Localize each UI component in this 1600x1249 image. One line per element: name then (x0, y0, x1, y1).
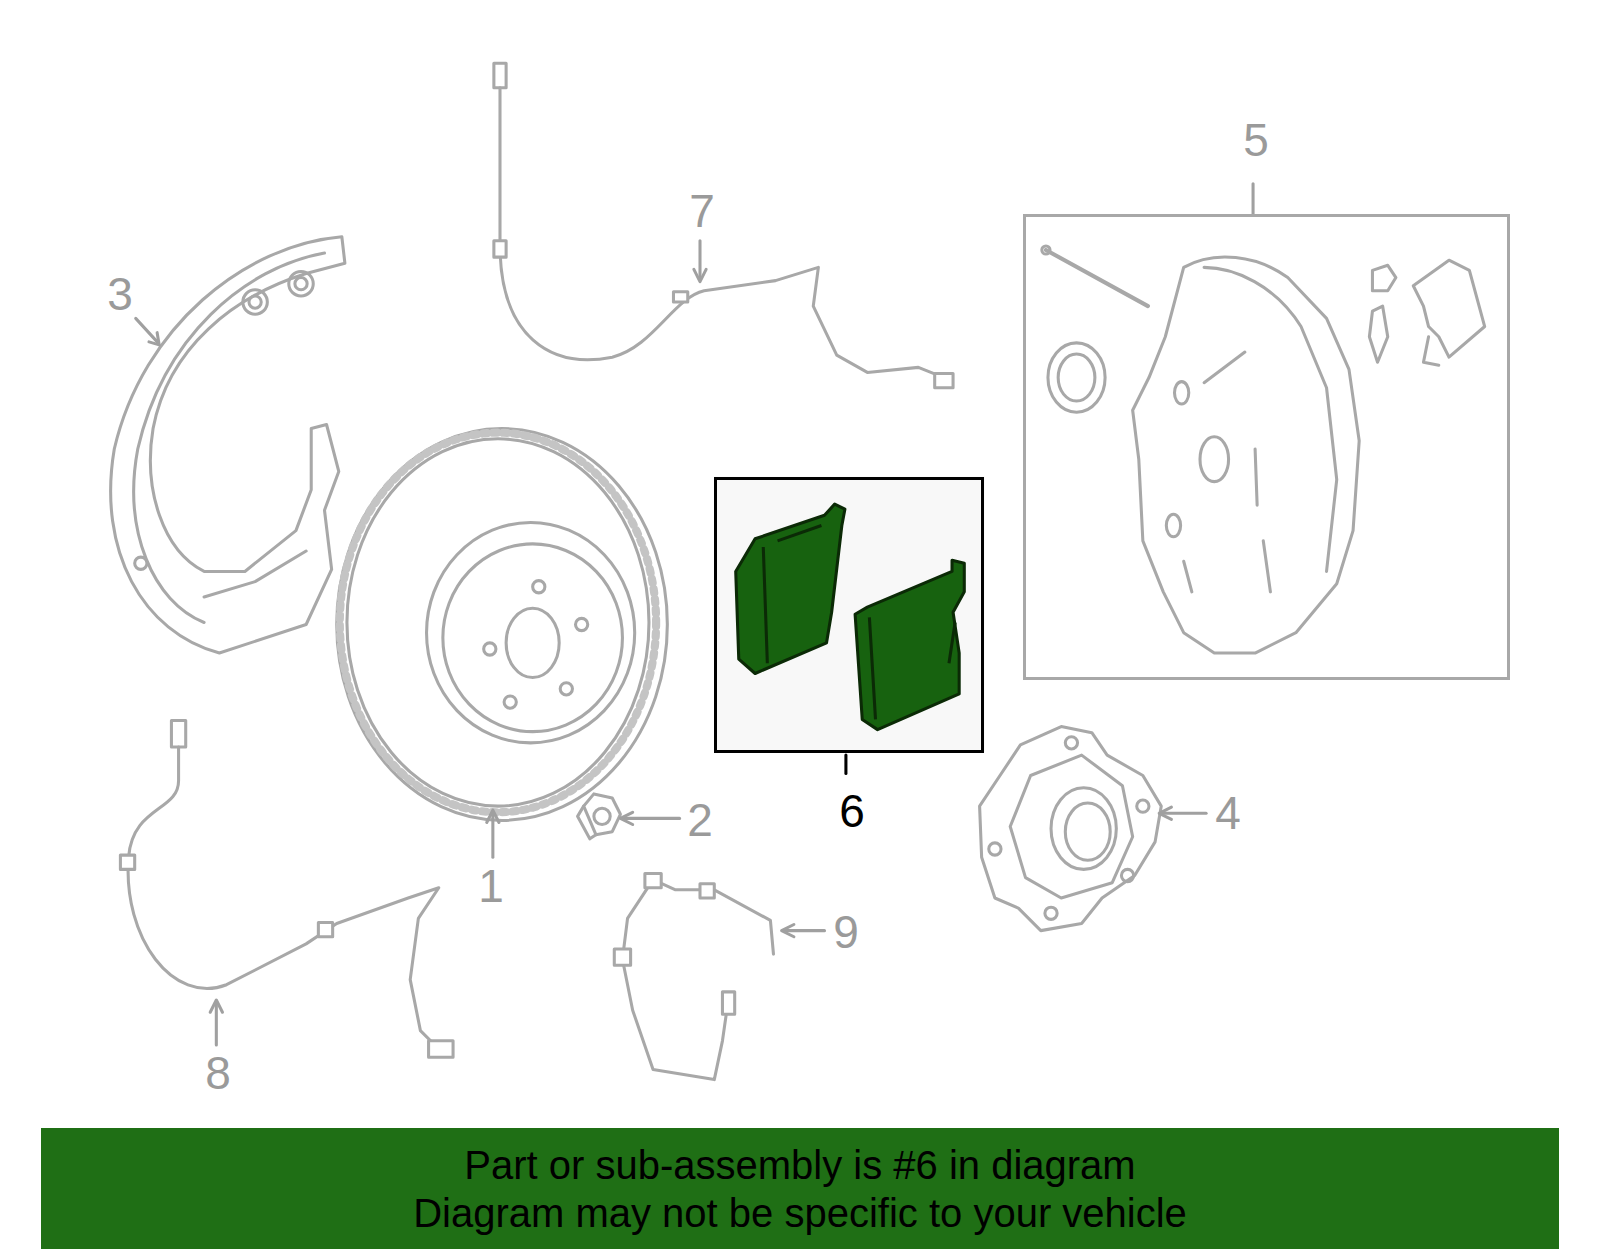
banner-text: Part or sub-assembly is #6 in diagram (464, 1141, 1135, 1189)
leader-lines (136, 184, 1253, 1045)
wear-sensor-wire (494, 63, 953, 387)
callout-number: 9 (833, 909, 859, 955)
wear-sensor-wire (614, 873, 773, 1079)
callout-number: 8 (205, 1050, 231, 1096)
callout-number: 2 (687, 797, 713, 843)
wear-sensor-wire (120, 720, 453, 1057)
callout-number: 4 (1215, 790, 1241, 836)
parts-group-box: 5 (1023, 214, 1510, 680)
brake-pads (736, 504, 965, 730)
brake-shield (111, 237, 345, 653)
callout-number: 7 (689, 188, 715, 234)
callout-number: 3 (107, 271, 133, 317)
callout-number: 1 (478, 863, 504, 909)
info-banner: Part or sub-assembly is #6 in diagramDia… (41, 1128, 1559, 1249)
brake-rotor (337, 429, 668, 821)
callout-number: 6 (839, 788, 865, 834)
wheel-hub (980, 727, 1162, 931)
callout-number: 5 (1243, 117, 1269, 163)
parts-group-box: 6 (714, 477, 984, 753)
bolt (578, 794, 621, 839)
brake-caliper (1042, 246, 1485, 653)
banner-text: Diagram may not be specific to your vehi… (413, 1189, 1187, 1237)
